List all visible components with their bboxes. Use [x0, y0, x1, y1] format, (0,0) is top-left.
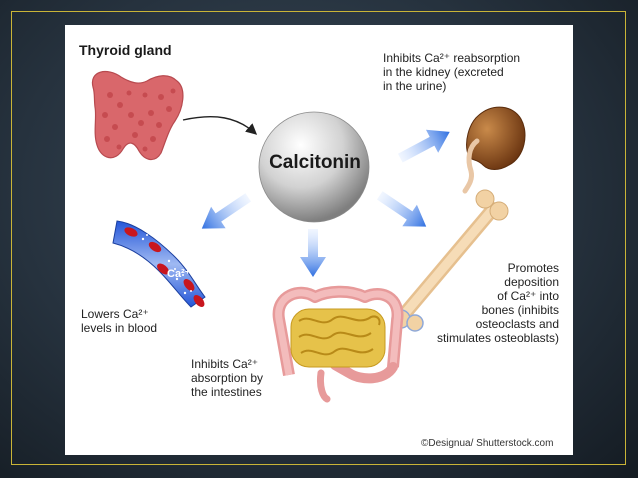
bone-text-line: Promotes	[507, 261, 559, 275]
bone-text-line: bones (inhibits	[481, 303, 559, 317]
thyroid-gland-title: Thyroid gland	[79, 42, 172, 58]
thyroid-gland-icon	[91, 70, 184, 161]
arrow-to-blood	[201, 193, 252, 229]
blood-text: Lowers Ca²⁺ levels in blood	[81, 307, 157, 335]
arrow-to-bone	[376, 191, 427, 227]
blood-vessel-icon	[112, 220, 206, 308]
arrow-to-intestine	[300, 229, 326, 277]
bone-text-line: of Ca²⁺ into	[497, 289, 559, 303]
intestine-icon	[272, 285, 404, 403]
intestine-text-line: absorption by	[191, 371, 264, 385]
bone-text: Promotes deposition of Ca²⁺ into bones (…	[395, 261, 559, 345]
diagram-illustration	[91, 70, 526, 403]
blood-text-line: Lowers Ca²⁺	[81, 307, 149, 321]
bone-text-line: deposition	[504, 275, 559, 289]
kidney-text-line: in the kidney (excreted	[383, 65, 504, 79]
intestine-text-line: Inhibits Ca²⁺	[191, 357, 259, 371]
thyroid-to-calcitonin-arrow	[182, 116, 258, 135]
arrow-to-kidney	[397, 129, 450, 163]
intestine-text: Inhibits Ca²⁺ absorption by the intestin…	[191, 357, 263, 399]
vessel-calcium-label: Ca²⁺	[167, 268, 191, 280]
calcitonin-sphere	[258, 111, 370, 223]
slide-frame	[11, 11, 626, 465]
image-credit: ©Designua/ Shutterstock.com	[421, 438, 554, 449]
kidney-icon	[462, 106, 526, 194]
bone-text-line: stimulates osteoblasts)	[436, 331, 559, 345]
bone-text-line: osteoclasts and	[475, 317, 559, 331]
kidney-text-line: Inhibits Ca²⁺ reabsorption	[383, 51, 521, 65]
kidney-text-line: in the urine)	[383, 79, 447, 93]
blood-text-line: levels in blood	[81, 321, 158, 335]
kidney-text: Inhibits Ca²⁺ reabsorption in the kidney…	[383, 51, 520, 93]
diagram-panel: Thyroid gland Calcitonin Inhibits Ca²⁺ r…	[65, 25, 573, 455]
intestine-text-line: the intestines	[191, 385, 262, 399]
calcitonin-label: Calcitonin	[269, 152, 361, 173]
